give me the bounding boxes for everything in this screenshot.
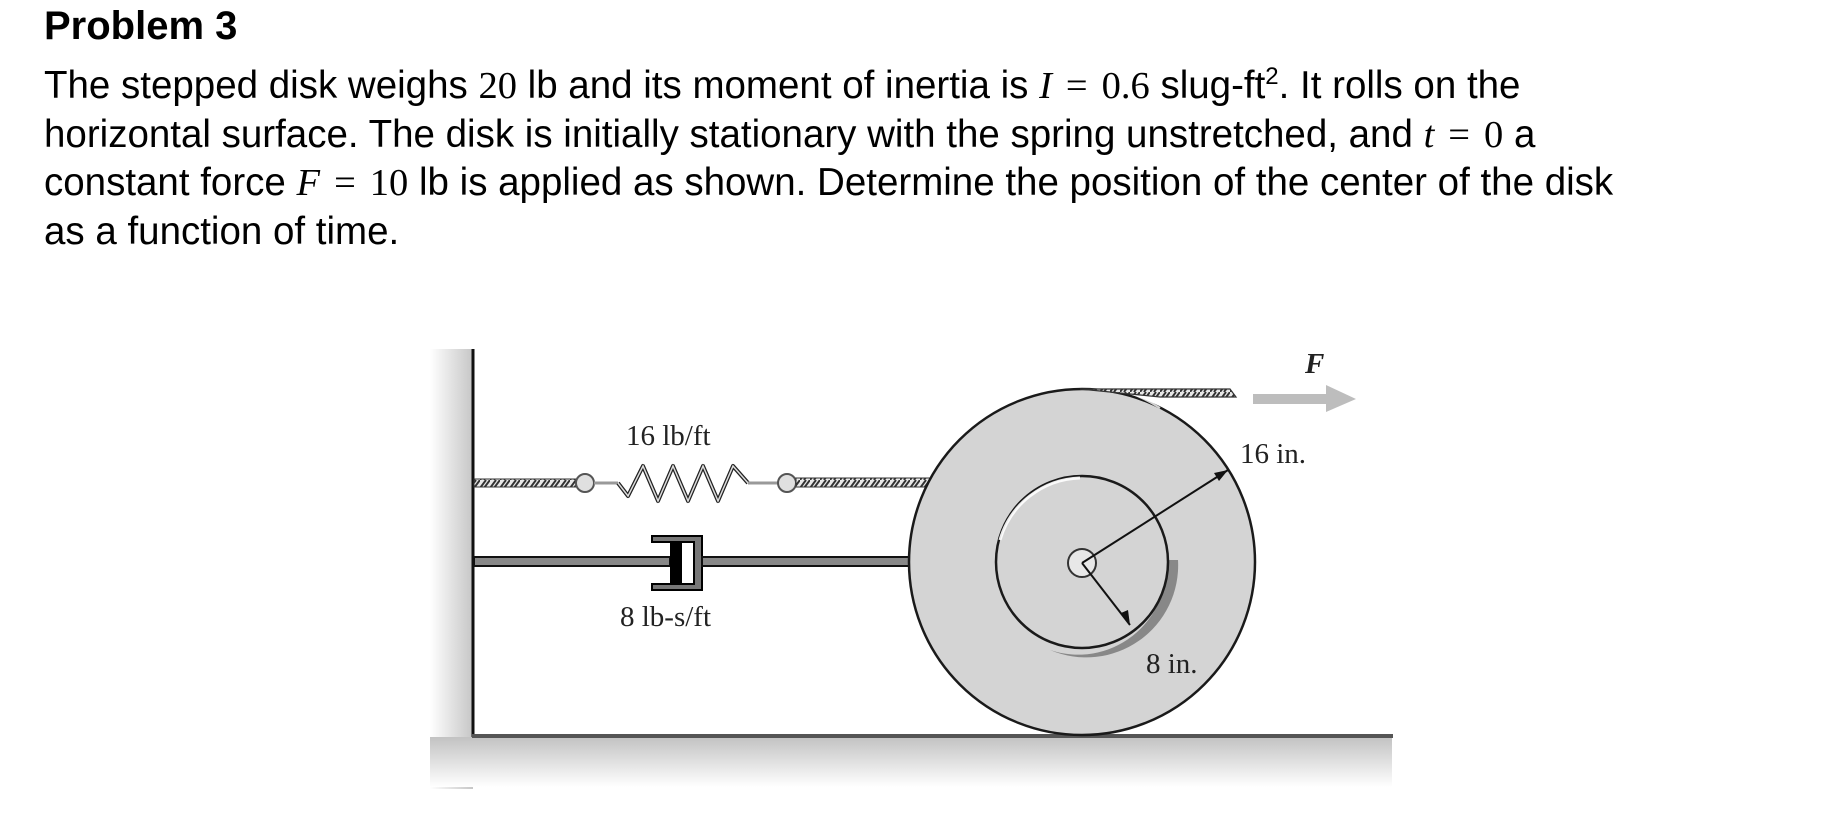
text: slug-ft [1149,64,1266,107]
damper [473,535,1079,591]
text: lb and its moment of inertia is [516,64,1040,107]
stepped-disk [907,380,1257,737]
text: lb is applied as shown. Determine the po… [408,161,1614,204]
var-t: t [1423,113,1435,156]
math-force: F = 10 [297,162,409,204]
force-arrow-icon [1253,385,1356,412]
equals: = [334,162,356,204]
force-label: F [1305,348,1325,380]
force-rope [1079,388,1238,398]
value: 10 [369,162,409,204]
math-inertia: I = 0.6 [1039,65,1150,107]
inner-radius-label: 8 in. [1146,648,1198,680]
var-F: F [296,162,321,204]
problem-title: Problem 3 [44,4,238,48]
problem-statement: The stepped disk weighs 20 lb and its mo… [44,62,1804,256]
var-I: I [1039,65,1052,107]
value: 0 [1484,113,1504,156]
equals: = [1448,113,1470,156]
damping-coefficient-label: 8 lb-s/ft [620,601,712,633]
text: a [1503,112,1536,156]
math-time: t = 0 [1424,114,1504,156]
statement-line-1: The stepped disk weighs 20 lb and its mo… [44,62,1804,111]
equals: = [1065,65,1088,107]
text: The stepped disk weighs [44,64,479,107]
text: constant force [44,161,297,204]
spring [473,464,1085,503]
math-weight: 20 [478,65,517,107]
text: horizontal surface. The disk is initiall… [44,112,1424,156]
statement-line-3: constant force F = 10 lb is applied as sho… [44,159,1804,208]
spring-constant-label: 16 lb/ft [626,420,711,452]
value: 0.6 [1101,65,1150,107]
text: . It rolls on the [1278,64,1521,107]
wall [430,349,1393,789]
outer-radius-label: 16 in. [1240,438,1307,470]
statement-line-4: as a function of time. [44,209,400,253]
statement-line-2: horizontal surface. The disk is initiall… [44,111,1804,160]
superscript: 2 [1265,63,1279,90]
